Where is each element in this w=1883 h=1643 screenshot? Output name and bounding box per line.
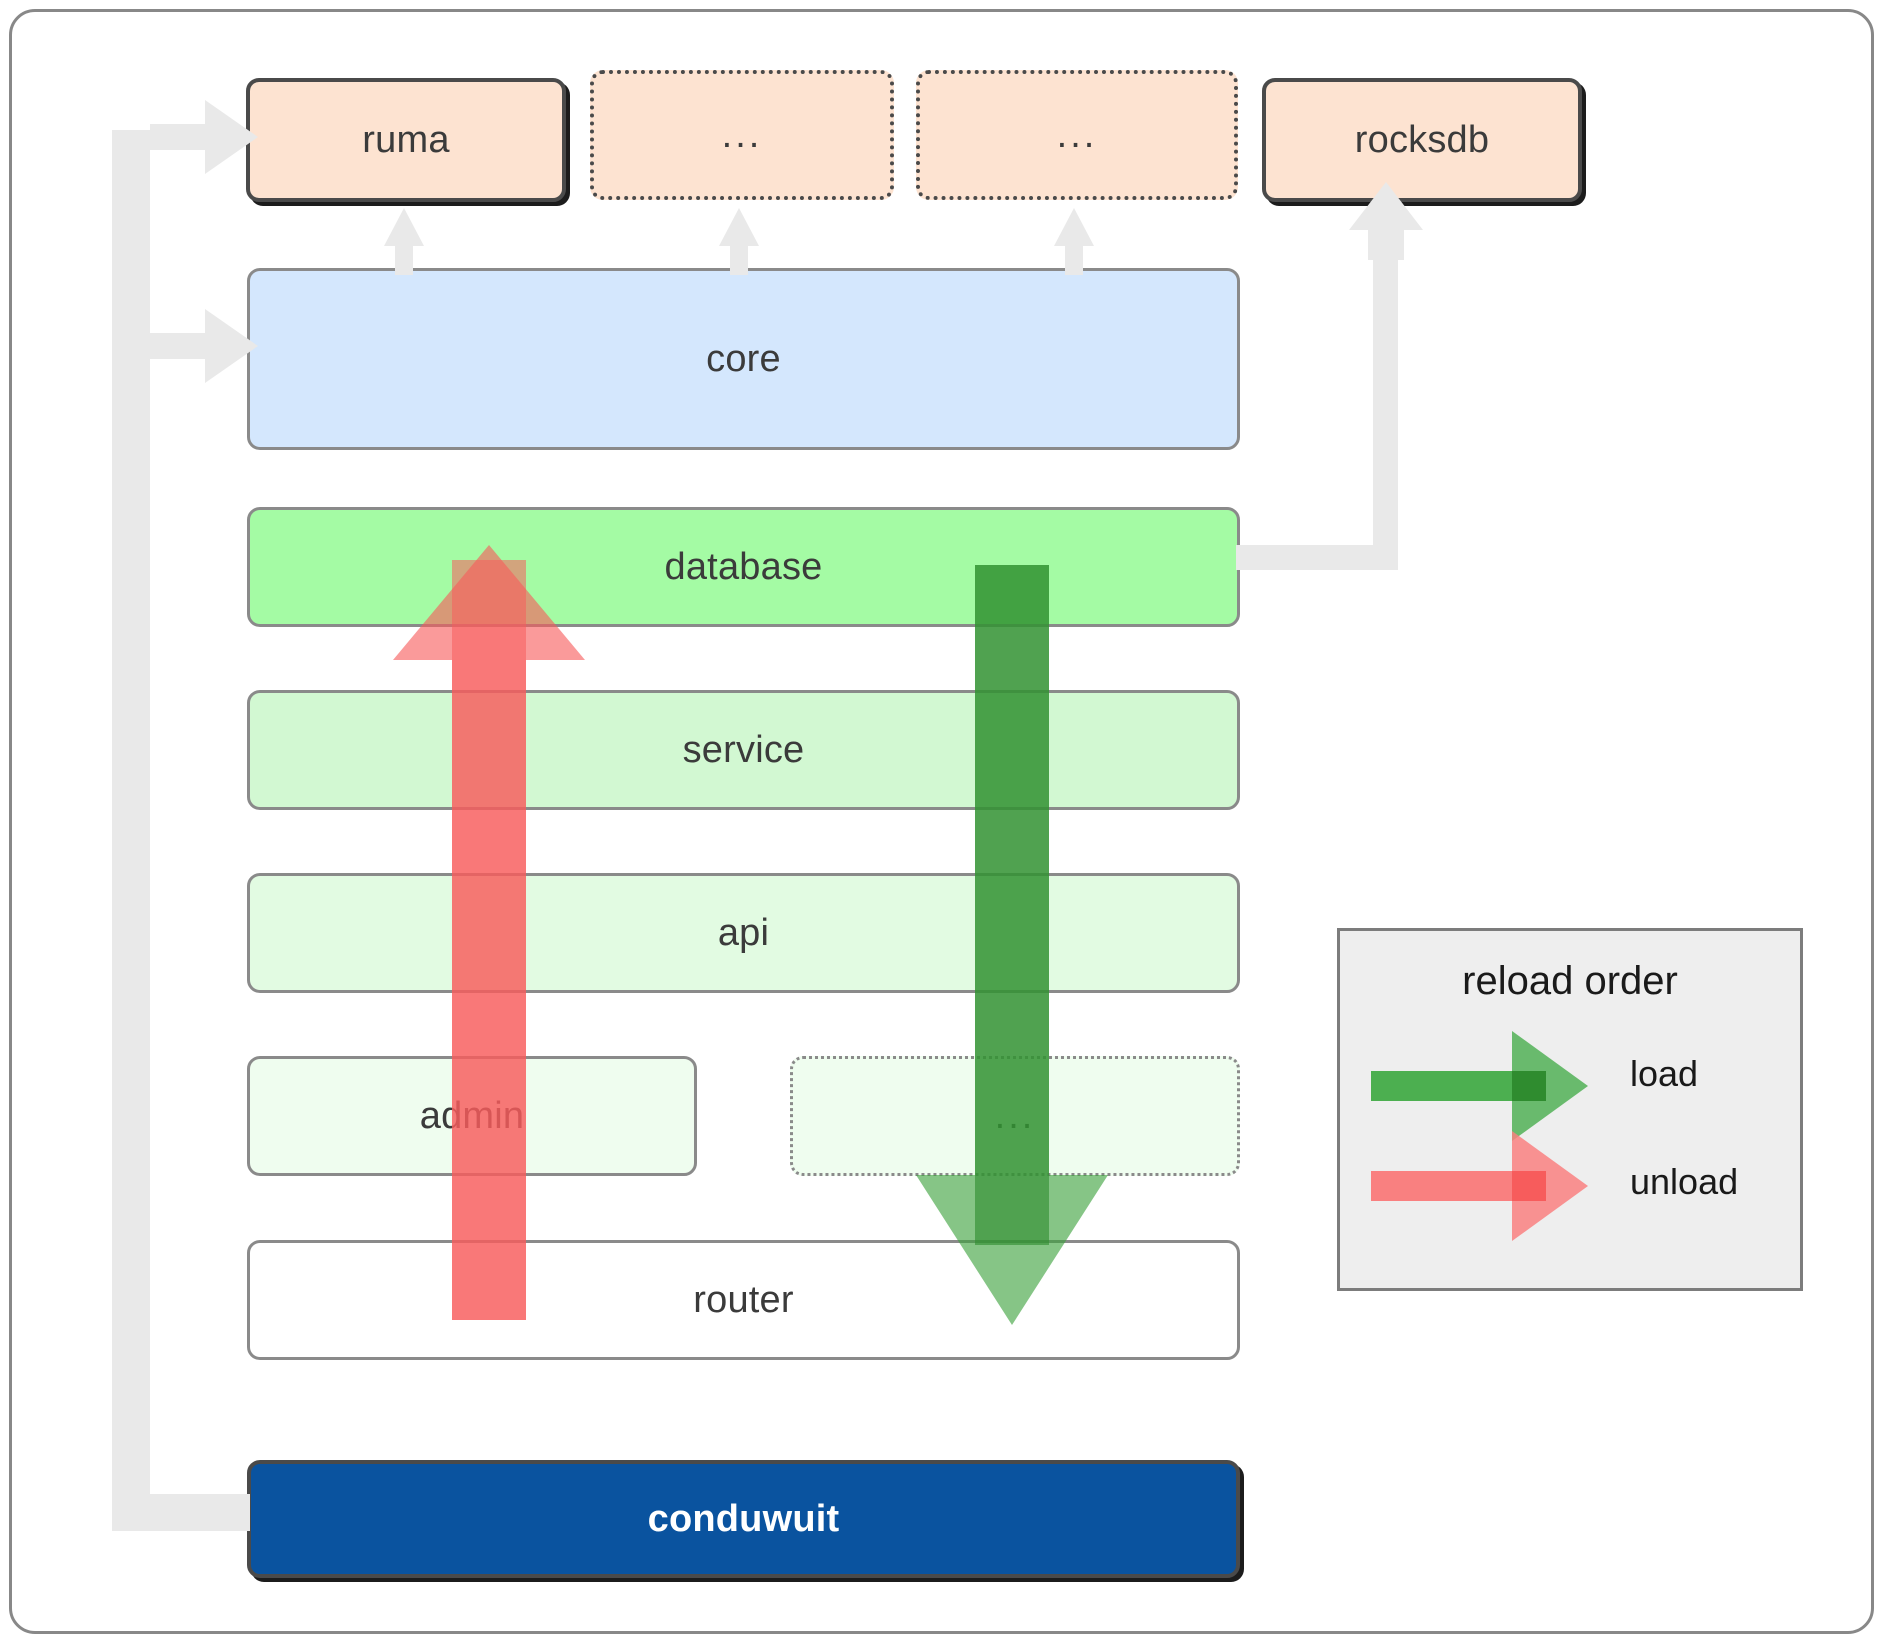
- node-more-3[interactable]: ...: [790, 1056, 1240, 1176]
- node-more-1[interactable]: ...: [590, 70, 894, 200]
- node-router-label: router: [693, 1278, 794, 1321]
- legend-arrow-svg: [1371, 1031, 1588, 1241]
- legend-panel: reload order load unload: [1337, 928, 1803, 1291]
- diagram-frame: [9, 9, 1874, 1634]
- node-conduwuit[interactable]: conduwuit: [247, 1460, 1240, 1578]
- node-database-label: database: [664, 545, 823, 588]
- node-service-label: service: [682, 728, 805, 771]
- node-rocksdb[interactable]: rocksdb: [1262, 78, 1582, 202]
- node-api[interactable]: api: [247, 873, 1240, 993]
- node-more-3-label: ...: [994, 1095, 1036, 1137]
- node-database[interactable]: database: [247, 507, 1240, 627]
- legend-unload-arrow: [1371, 1131, 1588, 1241]
- node-conduwuit-label: conduwuit: [647, 1497, 840, 1540]
- node-core-label: core: [706, 337, 781, 380]
- legend-label-load: load: [1630, 1053, 1699, 1094]
- node-router[interactable]: router: [247, 1240, 1240, 1360]
- node-admin-label: admin: [419, 1094, 525, 1137]
- node-ruma[interactable]: ruma: [246, 78, 566, 202]
- node-service[interactable]: service: [247, 690, 1240, 810]
- node-admin[interactable]: admin: [247, 1056, 697, 1176]
- node-more-1-label: ...: [721, 114, 763, 156]
- legend-load-arrow: [1371, 1031, 1588, 1141]
- node-ruma-label: ruma: [362, 118, 450, 161]
- legend-title: reload order: [1462, 959, 1678, 1003]
- node-rocksdb-label: rocksdb: [1354, 118, 1490, 161]
- legend-label-unload: unload: [1630, 1161, 1739, 1202]
- node-core[interactable]: core: [247, 268, 1240, 450]
- node-more-2-label: ...: [1056, 114, 1098, 156]
- node-api-label: api: [717, 911, 770, 954]
- node-more-2[interactable]: ...: [916, 70, 1238, 200]
